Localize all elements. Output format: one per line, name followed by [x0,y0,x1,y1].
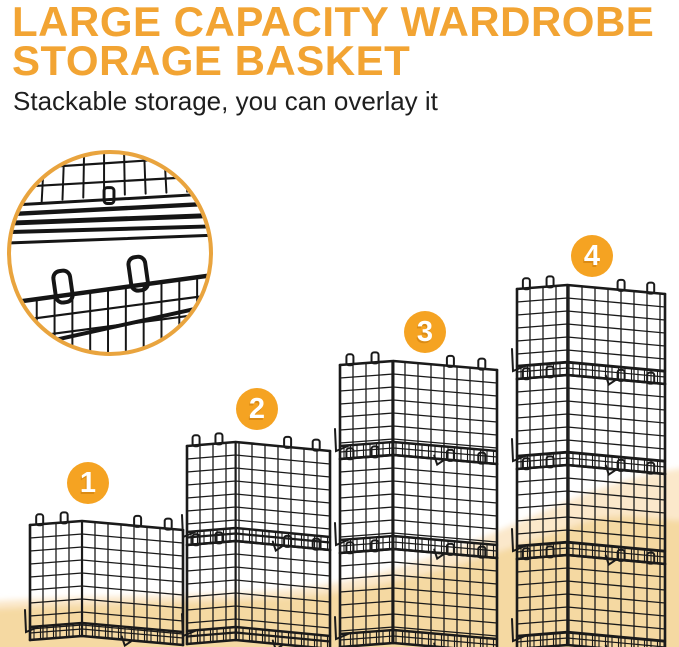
stack-badge-2: 2 [236,388,278,430]
subtitle: Stackable storage, you can overlay it [13,86,438,116]
detail-inset [7,150,213,356]
stack-badge-number: 2 [248,392,266,425]
stack-badge-4: 4 [571,235,613,277]
wave-background [0,468,679,647]
stack-badge-1: 1 [67,462,109,504]
stack-badge-number: 1 [79,466,97,499]
stacking-hooks-closeup-icon [11,154,209,352]
page-title-line-1: LARGE CAPACITY WARDROBE [12,0,655,45]
stack-badge-3: 3 [404,311,446,353]
stack-badge-number: 3 [416,315,434,348]
basket-stack-2 [181,432,332,647]
page-title-line-2: STORAGE BASKET [12,37,411,84]
stack-badge-number: 4 [583,239,601,272]
basket-stack-3 [334,351,499,647]
basket-stack-4 [511,275,667,647]
